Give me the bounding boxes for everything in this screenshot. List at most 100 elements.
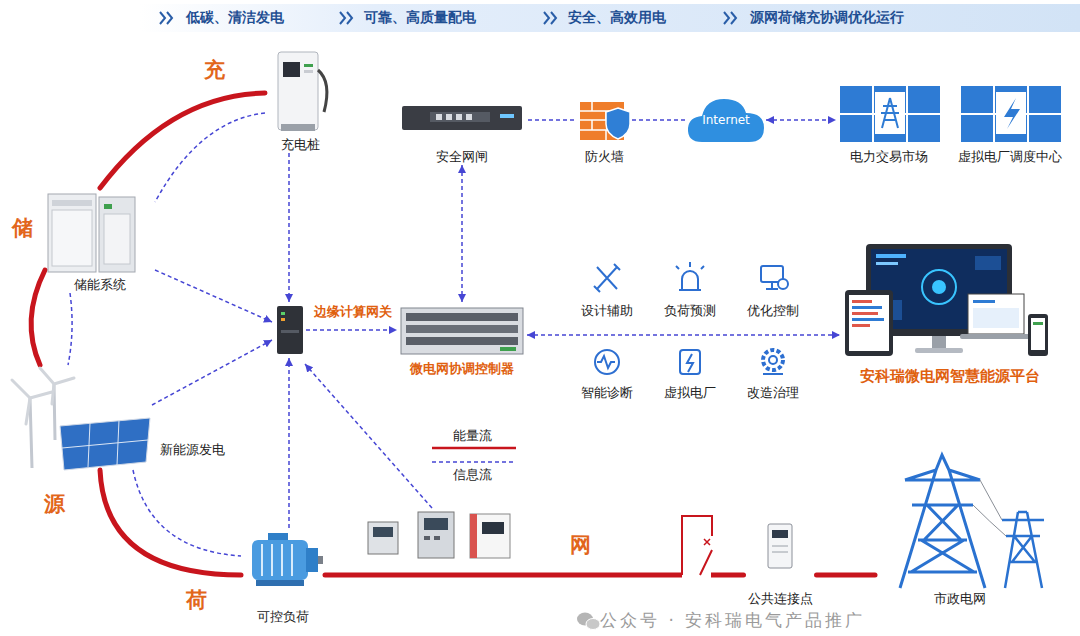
legend-lines	[432, 447, 516, 450]
pcc-node: 公共连接点	[744, 520, 817, 607]
legend-label: 能量流	[453, 428, 492, 443]
banner-text: 可靠、高质量配电	[364, 9, 476, 26]
dispatch-screen	[996, 92, 1026, 134]
charger-icon	[278, 52, 327, 131]
role-letter: 储	[12, 216, 33, 241]
feature-icons	[594, 264, 620, 292]
meter-group	[424, 536, 430, 540]
storage-icon	[104, 204, 112, 209]
controller-icon	[406, 337, 518, 345]
storage-icon	[99, 197, 135, 272]
platform-devices	[932, 280, 946, 294]
dispatch-screen	[961, 86, 1061, 142]
platform-devices	[849, 295, 889, 351]
platform-devices	[876, 254, 906, 258]
gap-device-icon	[456, 114, 462, 120]
watermark: 公众号 · 安科瑞电气产品推广	[600, 610, 865, 630]
storage-node: 储能系统	[45, 188, 155, 293]
market-node: 电力交易市场	[836, 82, 942, 165]
info-flow-line	[288, 153, 290, 302]
switch-symbol	[682, 569, 711, 581]
meter-group	[373, 527, 393, 537]
cloud-shape	[688, 99, 764, 142]
feature-icons	[766, 282, 778, 289]
banner-text: 安全、高效用电	[568, 9, 666, 26]
firewall-icon	[606, 108, 630, 139]
switch-symbol	[682, 516, 712, 581]
wechat-icon	[577, 613, 600, 630]
info-flow-line	[155, 113, 265, 202]
motor-icon	[262, 544, 292, 576]
market-screen	[908, 115, 940, 142]
transmission-tower	[973, 480, 1006, 536]
motor-icon	[256, 580, 304, 586]
platform-devices	[852, 324, 870, 327]
gap-device-icon	[466, 114, 472, 120]
dispatch-screen	[1029, 86, 1061, 113]
info-flow-line	[528, 119, 576, 121]
motor-icon	[252, 540, 308, 580]
renewable-icon	[12, 368, 150, 470]
motor-icon	[318, 556, 323, 564]
meter-group	[305, 364, 510, 558]
feature-icons	[778, 279, 788, 289]
internet-cloud: Internet	[686, 96, 766, 144]
feature-icons	[597, 356, 615, 368]
node-label: 微电网协调控制器	[410, 360, 514, 377]
switch-symbol	[704, 539, 710, 545]
pcc-meter	[772, 530, 788, 538]
dispatch-node: 虚拟电厂调度中心	[954, 82, 1066, 165]
controller-icon	[500, 347, 516, 351]
platform-devices	[922, 270, 956, 304]
gap-device-icon	[402, 106, 522, 130]
feature-icons	[680, 350, 700, 374]
platform-devices	[852, 312, 878, 315]
platform-devices	[975, 256, 1001, 270]
charger-icon	[278, 52, 318, 130]
wechat-icon	[586, 619, 600, 630]
charger-icon	[304, 64, 313, 67]
gap-device-icon	[436, 114, 442, 120]
controller-icon	[406, 313, 518, 321]
meter-group	[368, 522, 398, 554]
storage-icon	[48, 194, 135, 272]
charger-icon	[318, 70, 327, 112]
platform-devices	[932, 336, 946, 348]
feature-icons	[594, 262, 788, 374]
transmission-tower	[900, 455, 1044, 588]
banner	[140, 4, 1080, 32]
gap-device-icon	[402, 106, 522, 130]
info-flow-line	[155, 270, 272, 322]
storage-icon	[104, 214, 130, 264]
platform-devices	[973, 308, 1019, 328]
dispatch-screen	[961, 115, 993, 142]
market-screen	[908, 86, 940, 113]
platform-devices	[1033, 322, 1043, 325]
info-flow-line	[632, 119, 686, 121]
platform-devices	[876, 262, 898, 265]
meter-group	[424, 518, 448, 530]
motor-icon	[306, 548, 318, 572]
meter-group	[305, 364, 432, 508]
node-label: Internet	[702, 112, 750, 129]
info-flow-line	[527, 334, 840, 336]
banner-text: 低碳、清洁发电	[186, 9, 284, 26]
platform-devices	[968, 294, 1024, 334]
controller-node: 微电网协调控制器	[397, 302, 527, 377]
gateway-icon	[281, 318, 285, 321]
pcc-meter	[768, 524, 792, 568]
charger-icon	[304, 70, 313, 73]
node-label: 安全网闸	[436, 148, 488, 165]
node-label: 新能源发电	[160, 441, 225, 458]
meter-group	[418, 512, 454, 558]
market-screen	[840, 115, 872, 142]
feature-icons	[676, 262, 704, 290]
controller-icon	[406, 325, 518, 333]
gap-device-icon	[446, 114, 452, 120]
energy-flow-line	[100, 93, 265, 188]
storage-icon	[52, 210, 92, 266]
node-label: 边缘计算网关	[314, 303, 392, 320]
gateway-icon	[277, 306, 303, 354]
transmission-tower	[1002, 512, 1044, 588]
